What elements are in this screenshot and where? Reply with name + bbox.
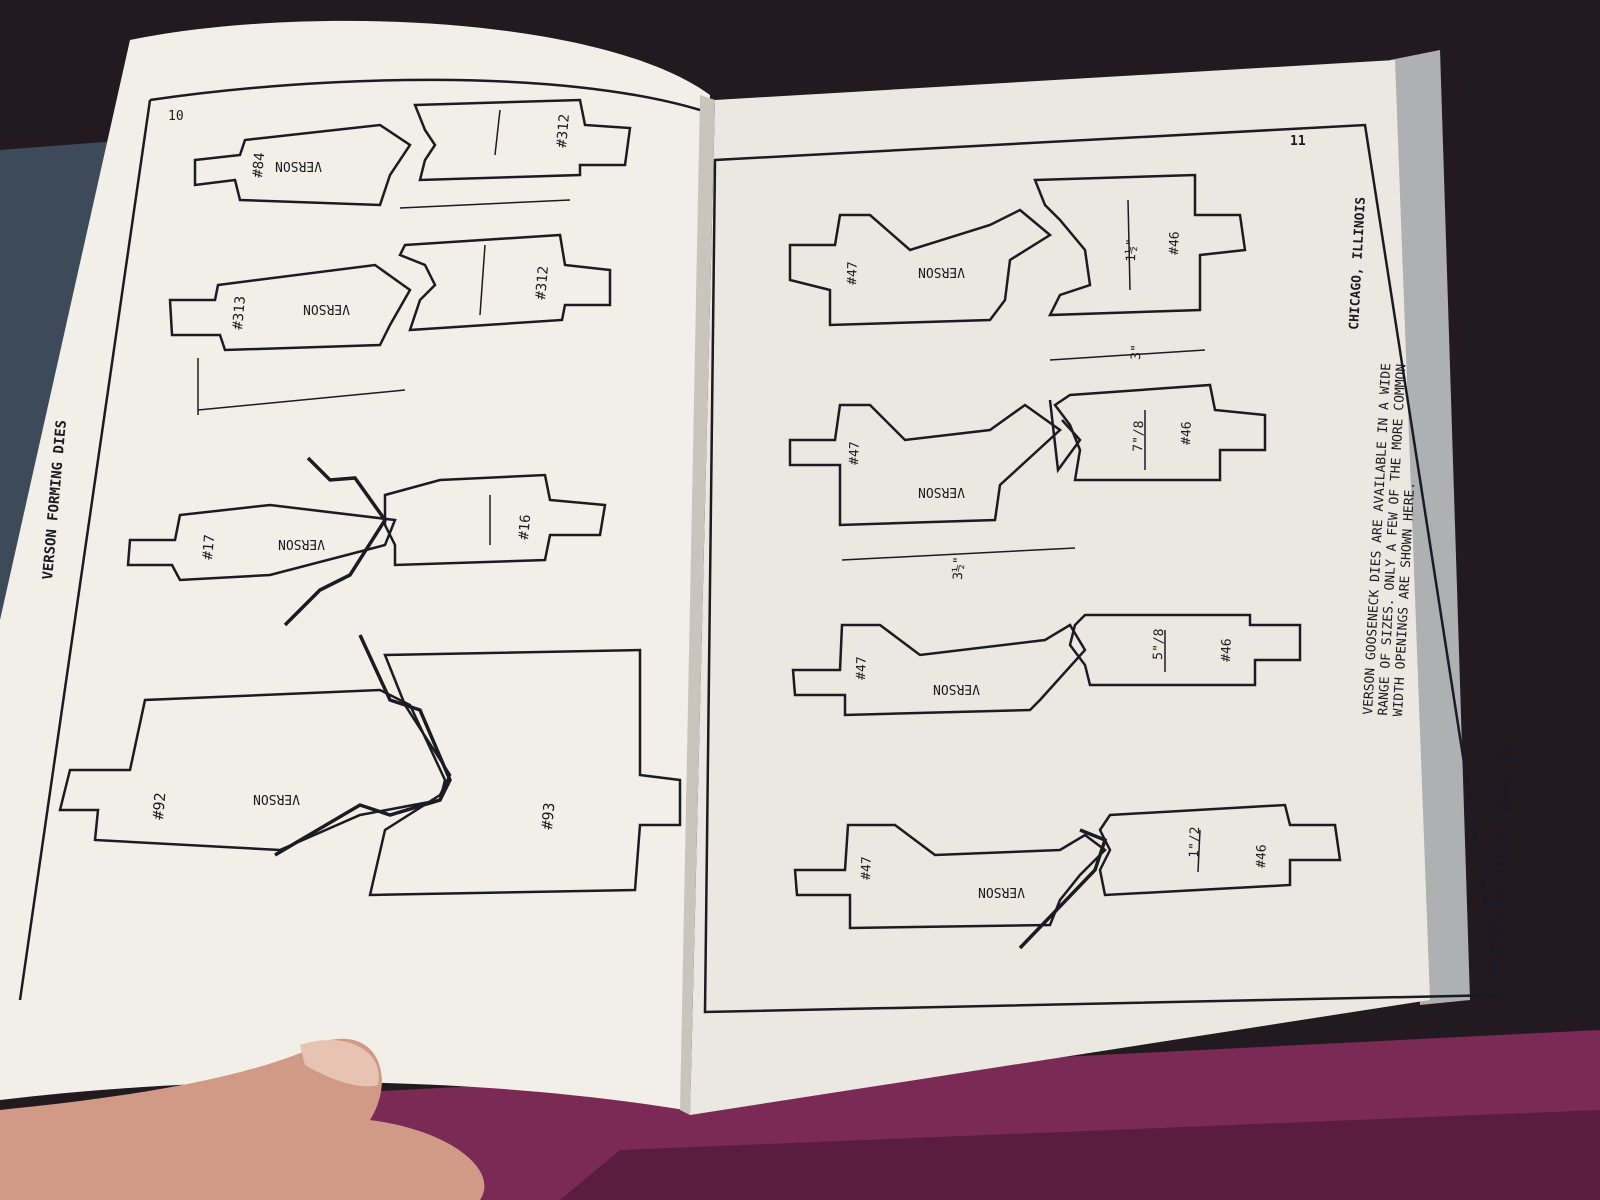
die-47-brand-3: VERSON xyxy=(933,681,980,696)
die-46-width-top: 3" xyxy=(1129,344,1145,360)
die-17-outline xyxy=(126,503,397,582)
die-47-outline-2 xyxy=(788,403,1062,527)
die-47-label-2: #47 xyxy=(847,441,863,465)
die-16-outline xyxy=(383,473,607,567)
workpiece-bend-46 xyxy=(1018,828,1108,950)
die-84-outline xyxy=(193,123,412,207)
die-47-label-1: #47 xyxy=(845,261,861,285)
die-pair-92-93: #92 VERSON #93 xyxy=(58,634,682,897)
die-92-label: #92 xyxy=(149,792,169,821)
tray-ridge xyxy=(560,1110,1600,1200)
die-47-brand-2: VERSON xyxy=(918,484,965,499)
die-47-outline-4 xyxy=(793,823,1107,930)
die-46-label-1: #46 xyxy=(1167,231,1183,255)
die-83-label: #312 xyxy=(554,113,573,148)
die-47-outline-3 xyxy=(791,623,1087,717)
die-313-label: #313 xyxy=(230,295,249,330)
die-93-label: #93 xyxy=(538,802,558,831)
location-text: CHICAGO, ILLINOIS xyxy=(1347,196,1369,330)
die-46-opening-2: 7"/8 xyxy=(1131,420,1147,452)
die-row-1: #47 VERSON 1½" #46 xyxy=(788,173,1247,327)
die-46-opening-3: 5"/8 xyxy=(1151,628,1167,660)
die-312-outline xyxy=(398,233,612,332)
die-46-label-4: #46 xyxy=(1254,844,1270,868)
die-16-label: #16 xyxy=(516,514,534,541)
die-46-outline-1 xyxy=(1033,173,1247,317)
workpiece-bend-16 xyxy=(283,456,388,627)
page-stack xyxy=(1390,50,1470,1005)
die-47-brand-4: VERSON xyxy=(978,884,1025,899)
die-46-width-bottom: 3½" xyxy=(951,556,967,580)
die-83-outline xyxy=(413,98,632,182)
die-47-outline-1 xyxy=(788,208,1053,327)
left-page-number: 10 xyxy=(168,109,184,124)
right-frame xyxy=(703,123,1502,1014)
die-47-brand-1: VERSON xyxy=(918,264,965,279)
die-47-label-3: #47 xyxy=(854,656,870,680)
die-93-outline xyxy=(368,648,682,897)
die-46-opening-4: 1"/2 xyxy=(1187,826,1203,858)
die-92-brand: VERSON xyxy=(253,791,300,806)
die-row-2: 3" #47 VERSON 7"/8 #46 3½" xyxy=(788,344,1267,580)
die-pair-84-83: #84 VERSON #312 xyxy=(193,98,632,207)
die-46-outline-4 xyxy=(1098,803,1342,897)
die-46-label-2: #46 xyxy=(1179,421,1195,445)
die-17-label: #17 xyxy=(200,534,218,561)
die-46-outline-3 xyxy=(1068,613,1302,687)
workpiece-bend-93 xyxy=(274,634,452,857)
die-17-brand: VERSON xyxy=(278,536,325,551)
die-pair-313-312: #313 VERSON #312 xyxy=(168,199,612,415)
gutter xyxy=(680,95,715,1115)
die-313-outline xyxy=(168,263,412,352)
die-47-label-4: #47 xyxy=(859,856,875,880)
die-46-opening-1: 1½" xyxy=(1124,238,1140,262)
die-46-outline-2 xyxy=(1053,383,1267,482)
die-312-label: #312 xyxy=(533,265,552,300)
die-313-brand: VERSON xyxy=(303,301,350,316)
die-row-3: #47 VERSON 5"/8 #46 xyxy=(791,613,1302,717)
thumbnail xyxy=(300,1039,379,1087)
die-46-label-3: #46 xyxy=(1219,638,1235,662)
die-row-4: #47 VERSON 1"/2 #46 xyxy=(793,803,1342,950)
die-pair-17-16: #17 VERSON #16 xyxy=(126,456,607,627)
left-frame xyxy=(18,78,701,1001)
right-page-number: 11 xyxy=(1290,134,1306,149)
die-84-label: #84 xyxy=(250,152,268,179)
die-84-brand: VERSON xyxy=(275,158,322,173)
